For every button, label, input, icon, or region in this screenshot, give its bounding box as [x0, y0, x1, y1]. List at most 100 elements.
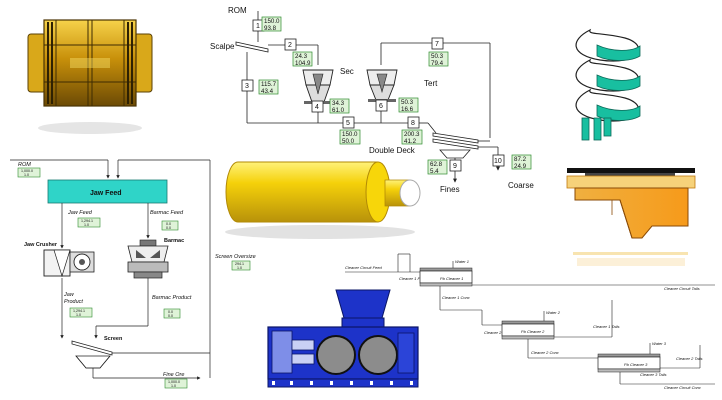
node-5-number: 5	[346, 120, 350, 127]
node-9-number: 9	[453, 163, 457, 170]
double-deck-screen-icon	[432, 132, 479, 159]
node-2-number: 2	[288, 42, 292, 49]
node-3-number: 3	[245, 83, 249, 90]
stream-3-value2: 43.4	[261, 88, 274, 95]
node-4-number: 4	[315, 104, 319, 111]
node-6-number: 6	[379, 103, 383, 110]
stream-8-box	[401, 129, 423, 145]
stream-6-value1: 50.3	[431, 53, 444, 60]
barmac-feed-value2: 0.0	[166, 226, 171, 230]
ore-spiral-icon	[575, 28, 641, 141]
cell-2-label: Pb Cleaner 2	[521, 329, 545, 334]
fine-ore-label: Fine Ore	[163, 372, 184, 378]
jaw-crusher-icon	[43, 249, 95, 278]
stream-7-value1: 50.3	[401, 99, 414, 106]
cleaner-tails-label: Cleaner Circuit Tails	[664, 286, 700, 291]
screen-oversize-value2: 1.0	[237, 266, 242, 270]
barmac-product-data-box	[163, 308, 181, 319]
jaw-feed-data-box	[77, 217, 101, 228]
stream-2-value1: 24.3	[295, 53, 308, 60]
barmac-product-value1: 0.0	[168, 310, 173, 314]
cleaner-1-tails-label: Cleaner 1 Tails	[593, 324, 620, 329]
hopper-feeder-icon	[566, 168, 696, 266]
rom-data-box	[17, 167, 41, 178]
kiln-cylinder-icon	[225, 161, 421, 239]
rom-value1: 1,000.0	[21, 169, 33, 173]
jaw-feed-value2: 1.0	[84, 223, 89, 227]
flotation-cell-1-icon	[419, 267, 473, 287]
node-8-number: 8	[411, 120, 415, 127]
stream-3-value1: 115.7	[261, 81, 277, 88]
fine-ore-value1: 1,000.0	[168, 380, 180, 384]
stream-3-box	[258, 79, 279, 95]
jaw-rom-label: ROM	[18, 162, 31, 168]
node-8	[407, 116, 420, 129]
secondary-cone-crusher-icon	[302, 69, 334, 104]
stream-9-value1: 62.8	[430, 161, 443, 168]
stream-6-value2: 79.4	[431, 60, 444, 67]
barmac-product-label: Barmac Product	[152, 295, 192, 301]
node-7	[431, 37, 444, 50]
cell-3-label: Pb Cleaner 3	[624, 362, 648, 367]
jaw-product-label-1: Jaw	[63, 292, 75, 298]
node-10	[492, 154, 505, 167]
stream-5-value1: 150.0	[342, 131, 358, 138]
scalp-label: Scalpe	[210, 42, 235, 51]
stream-4-box	[329, 98, 350, 114]
node-4	[311, 100, 324, 113]
cleaner-1-feed-label: Cleaner 1 Feed	[399, 276, 427, 281]
rom-value2: 1.0	[24, 173, 29, 177]
jaw-barmac-circuit: ROM 1,000.0 1.0 Jaw Feed Jaw Feed 1,294.…	[10, 159, 256, 389]
stream-4-value1: 34.3	[332, 100, 345, 107]
fine-ore-value2: 1.0	[171, 384, 176, 388]
coarse-label: Coarse	[508, 181, 534, 190]
node-10-number: 10	[494, 158, 502, 165]
node-3	[241, 79, 254, 92]
node-9	[449, 159, 462, 172]
stream-1-box	[261, 16, 282, 32]
stream-9-box	[427, 159, 448, 175]
screen-oversize-label: Screen Oversize	[215, 254, 256, 260]
vibrating-screen-icon	[71, 340, 113, 369]
stream-10-value1: 87.2	[514, 156, 527, 163]
barmac-feed-label: Barmac Feed	[150, 210, 184, 216]
stream-2-value2: 104.9	[295, 60, 311, 67]
node-1-number: 1	[256, 23, 260, 30]
barmac-feed-value1: 0.0	[166, 222, 171, 226]
screen-label: Screen	[104, 336, 123, 342]
roll-crusher-icon	[267, 289, 419, 388]
stream-10-box	[511, 154, 532, 170]
stream-10-value2: 24.9	[514, 163, 527, 170]
jaw-feed-bin	[47, 179, 168, 204]
stream-2-box	[292, 51, 313, 67]
cleaner-3-tails-label: Cleaner 3 Tails	[640, 372, 667, 377]
double-deck-label: Double Deck	[369, 146, 416, 155]
node-5	[342, 116, 355, 129]
water-1-label: Water 1	[455, 259, 469, 264]
node-6	[375, 99, 388, 112]
stream-8-value2: 41.2	[404, 138, 417, 145]
stream-5-box	[339, 129, 361, 145]
jaw-product-label-2: Product	[64, 299, 83, 305]
cleaner-conc-label: Cleaner Circuit Conc	[664, 385, 701, 390]
screen-oversize-value1: 294.1	[235, 262, 244, 266]
fines-label: Fines	[440, 185, 460, 194]
node-2	[284, 38, 297, 51]
flotation-cell-3-icon	[597, 353, 661, 373]
jaw-crusher-label: Jaw Crusher	[24, 242, 58, 248]
barmac-product-value2: 0.0	[168, 314, 173, 318]
stream-9-value2: 5.4	[430, 168, 439, 175]
cleaner-feed-label: Cleaner Circuit Feed	[345, 265, 382, 270]
node-7-number: 7	[435, 41, 439, 48]
stream-4-value2: 61.0	[332, 107, 345, 114]
tertiary-cone-crusher-icon	[366, 69, 398, 102]
jaw-product-value2: 1.0	[76, 313, 81, 317]
jaw-feed-bin-label: Jaw Feed	[90, 190, 122, 197]
jaw-product-data-box	[69, 307, 93, 318]
flotation-cleaner-circuit: Cleaner Circuit Feed Water 1 Cleaner 1 F…	[345, 253, 715, 390]
rom-label: ROM	[228, 6, 247, 15]
barmac-feed-data-box	[161, 220, 179, 231]
water-3-label: Water 3	[652, 341, 667, 346]
fine-ore-data-box	[164, 378, 188, 389]
